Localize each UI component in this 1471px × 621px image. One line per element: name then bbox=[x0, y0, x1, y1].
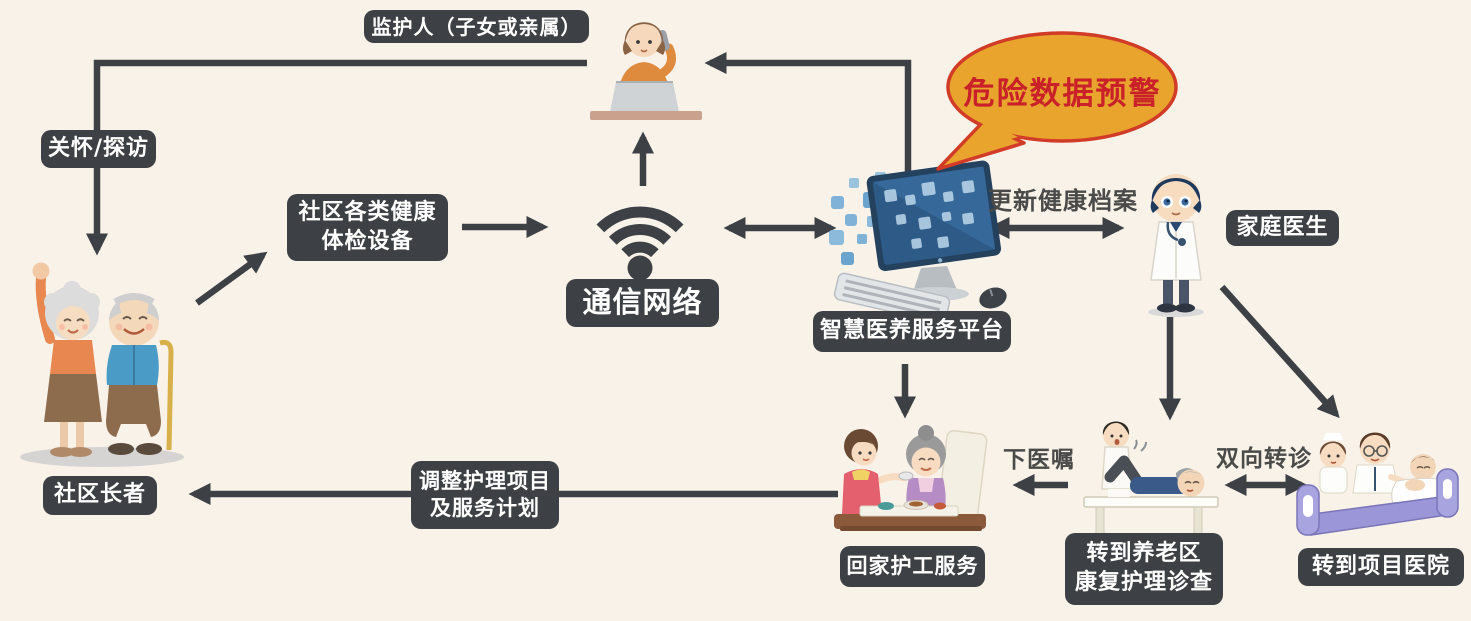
bidirectional-referral-annotation: 双向转诊 bbox=[1216, 446, 1312, 472]
arrow-doctor-to-hospital bbox=[1219, 284, 1340, 419]
adjust-plan-line1: 调整护理项目 bbox=[419, 468, 551, 493]
elderly-couple-illustration bbox=[10, 247, 190, 475]
adjust-plan-line2: 及服务计划 bbox=[430, 496, 540, 520]
platform-label: 智慧医养服务平台 bbox=[813, 311, 1011, 352]
warning-speech-bubble bbox=[936, 31, 1178, 171]
devices-label: 社区各类健康 体检设备 bbox=[287, 194, 448, 261]
arrow-guardian-to-elders bbox=[85, 59, 587, 256]
rehab-illustration bbox=[1078, 413, 1226, 541]
home-care-illustration bbox=[830, 418, 992, 550]
update-records-annotation: 更新健康档案 bbox=[988, 187, 1138, 215]
wifi-icon bbox=[563, 193, 718, 293]
devices-label-line2: 体检设备 bbox=[321, 228, 414, 254]
hospital-label: 转到项目医院 bbox=[1298, 548, 1464, 586]
danger-warning-text: 危险数据预警 bbox=[963, 76, 1162, 112]
rehab-label-line2: 康复护理诊查 bbox=[1074, 570, 1213, 595]
devices-label-line1: 社区各类健康 bbox=[298, 199, 437, 225]
family-doctor-label: 家庭医生 bbox=[1226, 210, 1339, 246]
arrow-platform-to-guardian bbox=[704, 51, 912, 172]
hospital-illustration bbox=[1293, 423, 1465, 545]
arrow-elders-to-devices bbox=[195, 251, 268, 306]
guardian-illustration bbox=[572, 0, 717, 130]
rehab-label-line1: 转到养老区 bbox=[1086, 541, 1202, 567]
community-elders-label: 社区长者 bbox=[43, 476, 157, 515]
care-visit-label: 关怀/探访 bbox=[41, 130, 156, 168]
rehab-label: 转到养老区 康复护理诊查 bbox=[1065, 533, 1223, 605]
adjust-plan-label: 调整护理项目 及服务计划 bbox=[411, 461, 559, 529]
network-label: 通信网络 bbox=[566, 279, 719, 327]
home-care-label: 回家护工服务 bbox=[840, 546, 985, 587]
guardian-label: 监护人（子女或亲属） bbox=[364, 10, 589, 43]
platform-computer-illustration bbox=[823, 158, 1018, 316]
doctor-illustration bbox=[1130, 160, 1222, 320]
doctor-orders-annotation: 下医嘱 bbox=[1003, 447, 1075, 473]
